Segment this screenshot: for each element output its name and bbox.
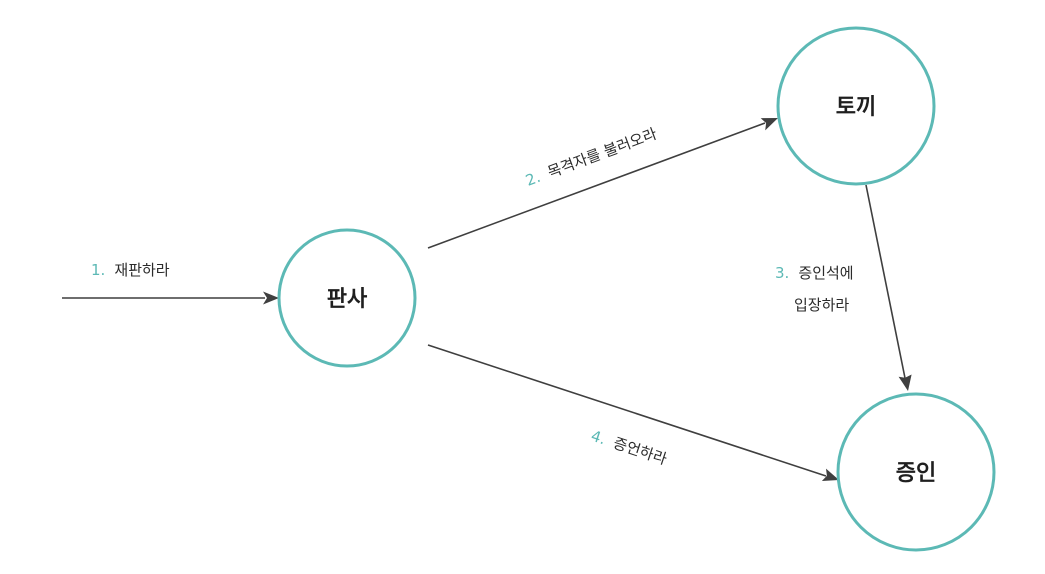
edge-3-rabbit-to-witness	[865, 184, 912, 391]
edge-2-step-number: 2.	[523, 168, 543, 190]
edge-2-label: 2. 목격자를 불러오라	[523, 124, 660, 190]
edge-4-step-number: 4.	[589, 427, 608, 449]
edge-1-label: 1. 재판하라	[91, 260, 170, 279]
node-rabbit: 토끼	[776, 26, 936, 186]
edge-2-line	[427, 122, 766, 249]
edge-3-step-text-line-2: 입장하라	[794, 296, 849, 314]
edge-1-incoming-to-judge	[62, 291, 279, 305]
edge-4-step-text: 증언하라	[611, 434, 669, 468]
node-witness-circle	[836, 392, 996, 552]
edge-2-step-text: 목격자를 불러오라	[545, 125, 659, 182]
edge-2-arrowhead	[760, 118, 778, 131]
edge-3-arrowhead	[898, 374, 912, 391]
edge-3-label-line-1: 3. 증인석에	[775, 263, 854, 282]
edge-3-step-text-line-1: 증인석에	[798, 264, 853, 282]
edge-2-judge-to-rabbit	[427, 118, 778, 249]
node-witness: 증인	[836, 392, 996, 552]
node-judge-label: 판사	[327, 287, 368, 312]
node-rabbit-circle	[776, 26, 936, 186]
edge-4-label: 4. 증언하라	[589, 426, 670, 469]
edge-4-judge-to-witness	[427, 344, 839, 481]
edge-3-step-number: 3.	[775, 264, 789, 282]
edge-1-arrowhead	[263, 291, 279, 305]
node-judge: 판사	[277, 228, 417, 368]
edge-3-line	[865, 184, 906, 379]
node-rabbit-label: 토끼	[836, 95, 876, 120]
edge-4-arrowhead	[821, 468, 839, 481]
edge-4-line	[427, 344, 827, 477]
edge-1-step-number: 1.	[91, 261, 105, 279]
node-witness-label: 증인	[896, 461, 936, 486]
edge-1-step-text: 재판하라	[114, 261, 169, 279]
node-judge-circle	[277, 228, 417, 368]
